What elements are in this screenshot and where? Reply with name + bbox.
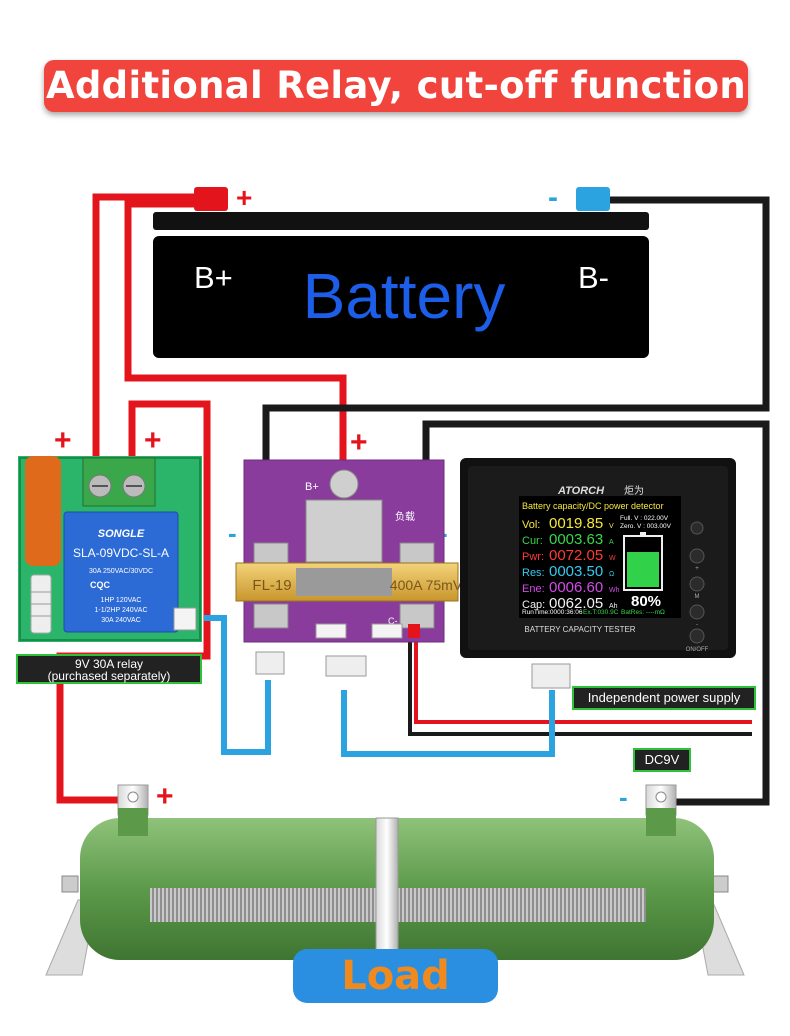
meter-button-m[interactable] [689, 576, 705, 592]
battery-meter: ATORCH 炬为 Battery capacity/DC power dete… [460, 458, 736, 689]
meter-row-name: Res: [522, 567, 545, 579]
load-plus: + [156, 780, 174, 813]
meter-row-name: Ene: [522, 583, 545, 595]
meter-row-value: 0019.85 [549, 515, 603, 532]
wire-battery-negative [262, 196, 770, 552]
shunt-left-label: FL-19 [252, 577, 291, 594]
meter-row-value: 0006.60 [549, 579, 603, 596]
wire-power-red [414, 630, 752, 724]
meter-battery-fill [627, 552, 659, 587]
relay-model: SLA-09VDC-SL-A [73, 546, 169, 560]
meter-button-minus[interactable] [689, 604, 705, 620]
relay-spec2: 1HP 120VAC [101, 597, 142, 604]
relay-spec3: 1-1/2HP 240VAC [94, 607, 147, 614]
meter-battery-percent: 80% [631, 593, 661, 610]
meter-screen-title: Battery capacity/DC power detector [522, 501, 664, 511]
meter-runtime: RunTime:0000:36:06 [522, 609, 583, 616]
load-label: Load [293, 949, 498, 1003]
battery-positive-terminal [194, 187, 228, 211]
meter-row-value: 0003.50 [549, 563, 603, 580]
independent-power-label: Independent power supply [572, 686, 756, 710]
battery-label: Battery [303, 260, 506, 332]
meter-bt-icon [690, 521, 704, 535]
wire-relay-load-positive [56, 400, 211, 804]
battery-neg-label: B- [578, 260, 609, 295]
polarity-markers: + + + - - + - [54, 424, 628, 813]
shunt-board: B+ 负载 FL-19 400A 75mV C- [235, 459, 463, 677]
battery-plus-sign: + [236, 182, 252, 213]
relay-caption-line2: (purchased separately) [47, 669, 171, 683]
relay-plus-right: + [144, 424, 162, 457]
shunt-minus-left: - [228, 518, 237, 548]
meter-bottom-label: BATTERY CAPACITY TESTER [524, 625, 635, 634]
meter-row-unit: Wh [609, 587, 620, 594]
meter-row-unit: A [609, 539, 614, 546]
meter-row-value: 0062.05 [549, 595, 603, 612]
battery: + - B+ B- Battery [153, 181, 649, 358]
meter-row-name: Cur: [522, 535, 543, 547]
meter-button-label-plus: + [695, 566, 699, 572]
meter-button-label-minus: - [696, 622, 698, 628]
meter-button-label-m: M [695, 594, 700, 600]
meter-row-name: Cap: [522, 599, 545, 611]
relay-cert: CQC [90, 580, 111, 590]
shunt-right-label: 400A 75mV [390, 577, 463, 593]
meter-full-v: Full. V : 022.00V [620, 515, 669, 522]
meter-rows: Vol: 0019.85 V Cur: 0003.63 A Pwr: 0072.05 W Res:… [522, 515, 620, 612]
meter-bat-res: BatRes: ----mΩ [621, 609, 665, 616]
meter-row-unit: W [609, 555, 616, 562]
meter-button-onoff[interactable] [689, 628, 705, 644]
relay-plus-left: + [54, 424, 72, 457]
wire-signal-relay [204, 615, 271, 755]
relay-brand: SONGLE [98, 528, 145, 540]
load-minus: - [619, 782, 628, 812]
meter-row-value: 0003.63 [549, 531, 603, 548]
relay-spec1: 30A 250VAC/30VDC [89, 568, 153, 575]
shunt-plus: + [350, 426, 368, 459]
relay-spec4: 30A 240VAC [101, 617, 141, 624]
page-title: Additional Relay, cut-off function [44, 60, 748, 112]
meter-ext-temp: Ex.T:030.9C [583, 609, 619, 616]
meter-row-name: Vol: [522, 519, 540, 531]
wire-power-black [408, 630, 752, 736]
meter-row-unit: V [609, 523, 614, 530]
relay-caption-line1: 9V 30A relay [74, 657, 144, 671]
relay-caption: 9V 30A relay (purchased separately) [16, 654, 202, 684]
battery-negative-terminal [576, 187, 610, 211]
battery-minus-sign: - [548, 181, 558, 214]
meter-row-unit: Ω [609, 571, 614, 578]
relay-module: SONGLE SLA-09VDC-SL-A 30A 250VAC/30VDC C… [18, 456, 202, 642]
load-resistor [45, 784, 745, 976]
shunt-side-label: 负载 [395, 510, 415, 523]
meter-button-label-onoff: ON/OFF [686, 647, 709, 653]
wire-signal-meter [341, 690, 555, 757]
meter-brand-cn: 炬为 [624, 484, 644, 497]
wire-battery-positive-relay [92, 193, 200, 460]
meter-button-plus[interactable] [689, 548, 705, 564]
meter-zero-v: Zero. V : 003.00V [620, 523, 672, 530]
capacitor [25, 456, 61, 566]
shunt-bottom-label: C- [388, 616, 398, 626]
dc9v-label: DC9V [633, 748, 691, 772]
meter-row-unit: Ah [609, 603, 618, 610]
shunt-bplus: B+ [305, 481, 319, 493]
meter-brand: ATORCH [557, 485, 605, 497]
battery-pos-label: B+ [194, 260, 233, 295]
meter-row-value: 0072.05 [549, 547, 603, 564]
meter-row-name: Pwr: [522, 551, 544, 563]
